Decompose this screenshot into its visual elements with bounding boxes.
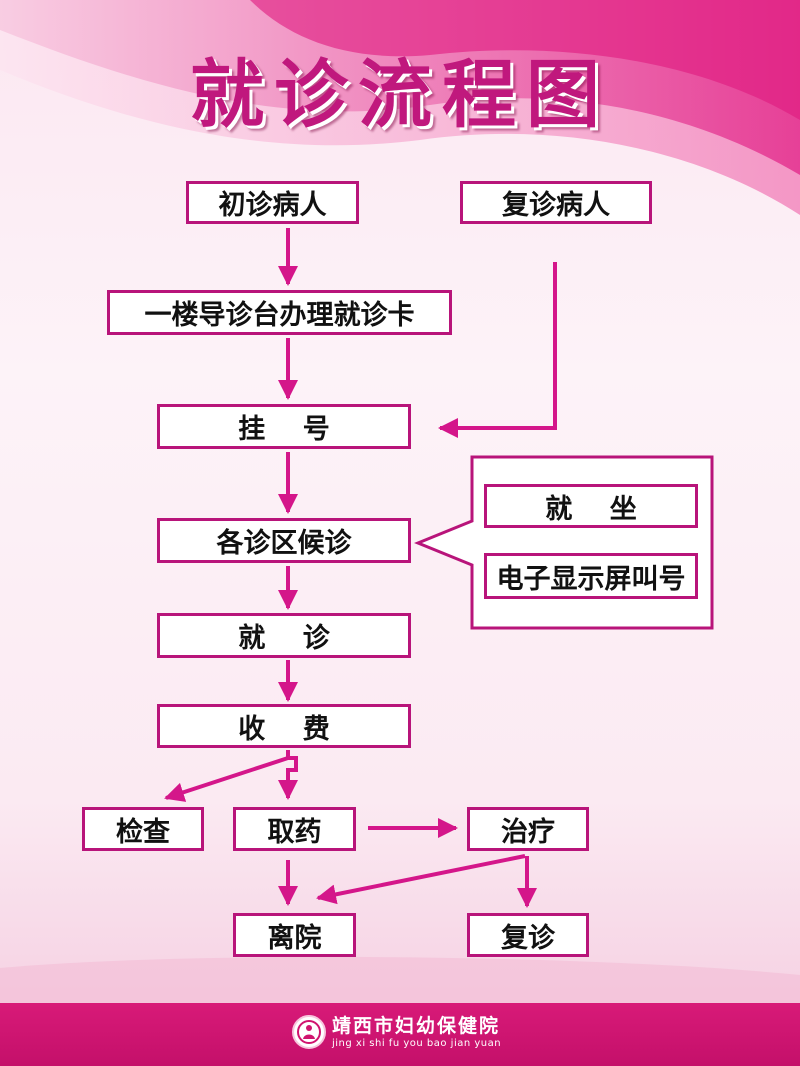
node-wait: 各诊区候诊 [157,518,411,563]
node-card: 一楼导诊台办理就诊卡 [107,290,452,335]
node-leave: 离院 [233,913,356,957]
page-title: 就诊流程图 [190,52,610,138]
org-pinyin: jing xi shi fu you bao jian yuan [332,1037,502,1049]
node-medicine: 取药 [233,807,356,851]
node-followup: 复诊 [467,913,589,957]
node-treatment: 治疗 [467,807,589,851]
node-first-visit: 初诊病人 [186,181,359,224]
node-exam: 检查 [82,807,204,851]
node-return-visit: 复诊病人 [460,181,652,224]
node-screen-call: 电子显示屏叫号 [484,553,698,599]
node-pay: 收 费 [157,704,411,748]
org-name: 靖西市妇幼保健院 [332,1014,501,1037]
node-sit: 就 坐 [484,484,698,528]
node-consult: 就 诊 [157,613,411,658]
org-logo-block: 靖西市妇幼保健院 jing xi shi fu you bao jian yua… [292,1010,501,1054]
node-register: 挂 号 [157,404,411,449]
hospital-emblem-icon [292,1015,326,1049]
footer-bar [0,1003,800,1066]
